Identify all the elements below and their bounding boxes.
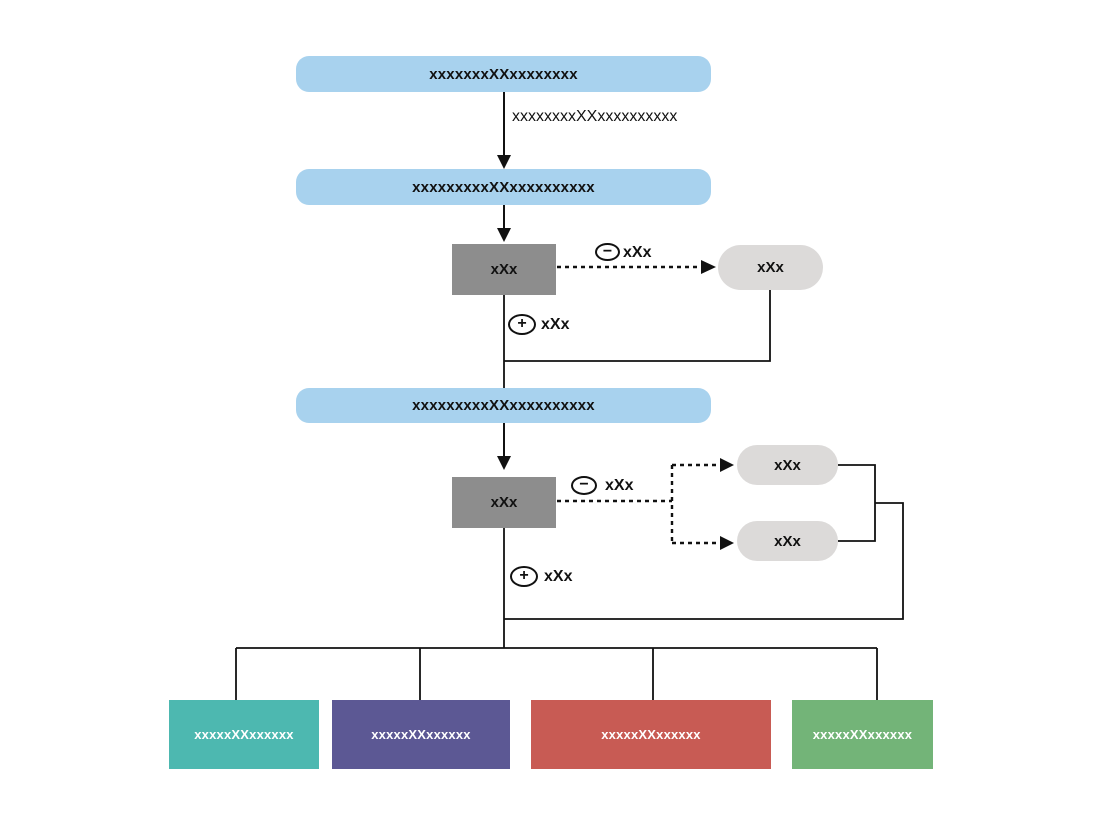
- arrowhead-to-pill3: [720, 536, 734, 550]
- arrowhead-to-pill1: [701, 260, 716, 274]
- process-box-low: xxxxxxxxxXXxxxxxxxxxx: [296, 388, 711, 423]
- arrowhead-mid-to-step1: [497, 228, 511, 242]
- minus-label-1: xXx: [623, 244, 652, 261]
- process-box-top: xxxxxxxXXxxxxxxxx: [296, 56, 711, 92]
- arrowhead-low-to-step2: [497, 456, 511, 470]
- output-box-4: xxxxxXXxxxxxx: [792, 700, 933, 769]
- step-box-2: xXx: [452, 477, 556, 528]
- arrowhead-top-to-mid: [497, 155, 511, 169]
- minus-icon-2: −: [571, 476, 597, 495]
- minus-label-2: xXx: [605, 477, 634, 494]
- arrowhead-to-pill2: [720, 458, 734, 472]
- line-bracket-return: [504, 502, 904, 620]
- plus-label-2: xXx: [544, 568, 573, 585]
- flow-arrow-label: xxxxxxxxXXxxxxxxxxxx: [512, 108, 678, 125]
- step-box-1: xXx: [452, 244, 556, 295]
- side-pill-1: xXx: [718, 245, 823, 290]
- minus-icon-1: −: [595, 243, 620, 261]
- side-pill-3: xXx: [737, 521, 838, 561]
- line-pills-bracket: [838, 464, 876, 542]
- process-box-mid: xxxxxxxxxXXxxxxxxxxxx: [296, 169, 711, 205]
- side-pill-2: xXx: [737, 445, 838, 485]
- output-box-2: xxxxxXXxxxxxx: [332, 700, 510, 769]
- output-box-3: xxxxxXXxxxxxx: [531, 700, 771, 769]
- plus-icon-1: +: [508, 314, 536, 335]
- dashed-step2-branch: [557, 463, 720, 545]
- line-pill1-return: [504, 290, 771, 362]
- plus-icon-2: +: [510, 566, 538, 587]
- output-box-1: xxxxxXXxxxxxx: [169, 700, 319, 769]
- plus-label-1: xXx: [541, 316, 570, 333]
